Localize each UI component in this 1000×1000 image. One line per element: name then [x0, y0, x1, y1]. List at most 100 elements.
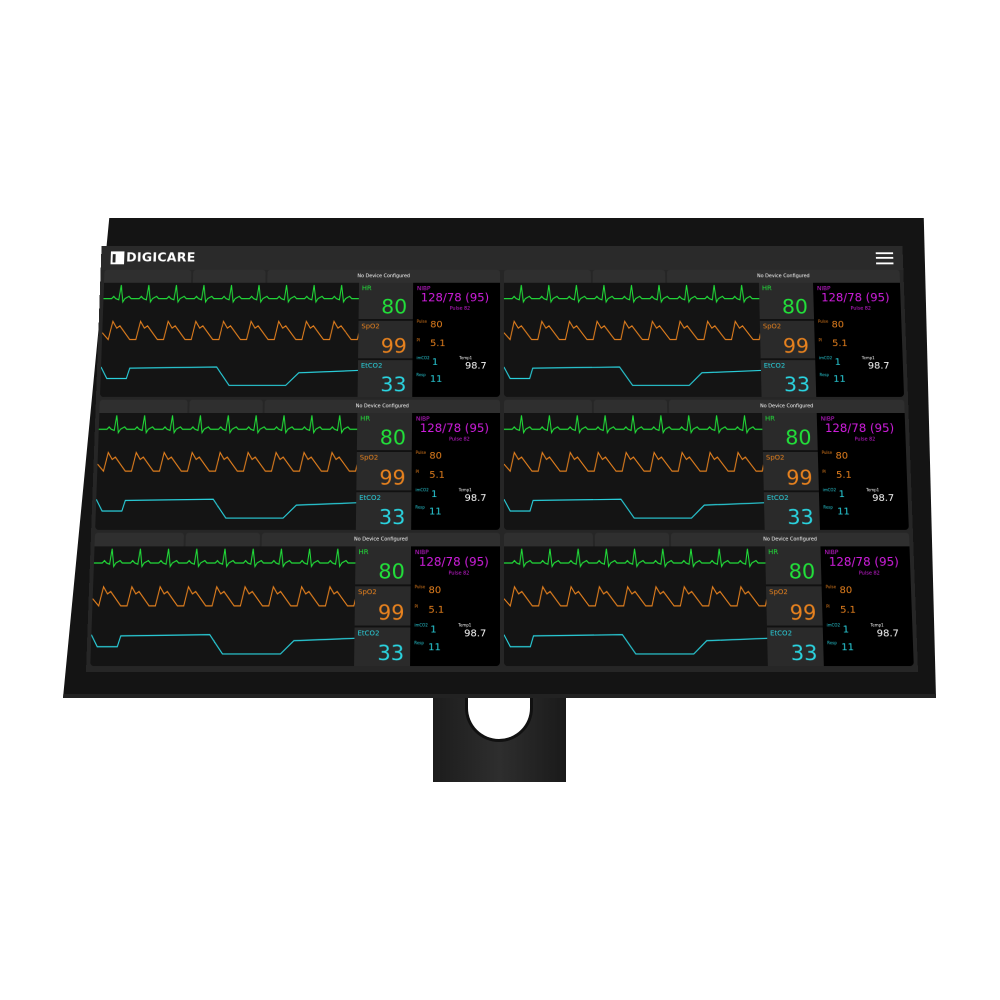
- temp-label: Temp1: [870, 623, 883, 628]
- panel-tab[interactable]: [504, 533, 593, 547]
- panel-tabs: No Device Configured: [504, 400, 905, 413]
- patient-panel[interactable]: No Device Configured HR80 SpO299 EtCO233…: [95, 400, 500, 530]
- etco2-label: EtCO2: [767, 494, 789, 502]
- panel-tabs: No Device Configured: [504, 270, 900, 283]
- panel-tab[interactable]: [595, 533, 669, 547]
- temp-label: Temp1: [866, 487, 879, 492]
- pulse-rate-label: Pulse: [416, 450, 426, 455]
- secondary-vitals: NIBP 128/78 (95) Pulse 82 Pulse 80 PI 5.…: [817, 413, 909, 530]
- spo2-tile[interactable]: SpO299: [760, 321, 815, 358]
- patient-panel[interactable]: No Device Configured HR80 SpO299 EtCO233…: [504, 533, 914, 666]
- temp-value: 98.7: [465, 493, 487, 504]
- panel-tab[interactable]: [593, 270, 666, 283]
- pleth-waveform: [504, 587, 768, 606]
- panel-tab[interactable]: [95, 533, 184, 547]
- panel-tab[interactable]: [193, 270, 266, 283]
- etco2-tile[interactable]: EtCO233: [358, 360, 413, 397]
- panel-tab[interactable]: [594, 400, 667, 413]
- patient-grid: No Device Configured HR80 SpO299 EtCO233…: [86, 270, 918, 666]
- hamburger-menu-icon[interactable]: [876, 252, 894, 264]
- device-status-tab[interactable]: No Device Configured: [267, 270, 500, 283]
- device-status-tab[interactable]: No Device Configured: [671, 533, 910, 547]
- spo2-tile[interactable]: SpO299: [766, 587, 823, 626]
- etco2-value: 33: [379, 506, 406, 529]
- nibp-value: 128/78 (95): [419, 555, 489, 569]
- spo2-tile[interactable]: SpO299: [355, 587, 411, 626]
- resp-value: 11: [428, 642, 441, 653]
- patient-panel[interactable]: No Device Configured HR80 SpO299 EtCO233…: [100, 270, 500, 397]
- nibp-pulse: Pulse 82: [449, 437, 470, 443]
- waveform-area: [100, 283, 359, 397]
- hr-value: 80: [785, 427, 812, 450]
- brand-name: DIGICARE: [126, 251, 196, 265]
- capnography-waveform: [100, 367, 358, 385]
- etco2-value: 33: [380, 373, 406, 396]
- panel-tabs: No Device Configured: [104, 270, 500, 283]
- etco2-tile[interactable]: EtCO2 33: [761, 360, 817, 397]
- spo2-value: 99: [783, 335, 810, 357]
- brand-logo: DIGICARE: [111, 251, 196, 265]
- panel-tab[interactable]: [186, 533, 260, 547]
- temp-label: Temp1: [459, 487, 472, 492]
- device-status-tab[interactable]: No Device Configured: [669, 400, 905, 413]
- device-status-tab[interactable]: No Device Configured: [262, 533, 500, 547]
- etco2-tile[interactable]: EtCO233: [767, 627, 824, 666]
- device-status-tab[interactable]: No Device Configured: [667, 270, 900, 283]
- pulse-rate-label: Pulse: [818, 319, 828, 324]
- temp-value: 98.7: [872, 493, 894, 504]
- nibp-pulse: Pulse 82: [450, 306, 470, 312]
- etco2-tile[interactable]: EtCO233: [764, 492, 820, 530]
- pleth-waveform: [102, 321, 359, 339]
- capnography-waveform: [96, 499, 357, 518]
- hr-tile[interactable]: HR80: [759, 283, 814, 320]
- ecg-waveform: [504, 549, 768, 567]
- pulse-rate-label: Pulse: [415, 584, 426, 589]
- spo2-value: 99: [379, 466, 406, 489]
- panel-tab[interactable]: [99, 400, 187, 413]
- capnography-waveform: [504, 367, 761, 385]
- hr-label: HR: [362, 285, 372, 292]
- hr-tile[interactable]: HR 80: [762, 413, 818, 450]
- spo2-value: 99: [786, 466, 813, 489]
- nibp-pulse: Pulse 82: [850, 306, 871, 312]
- hr-tile[interactable]: HR80: [357, 413, 412, 450]
- etco2-label: EtCO2: [764, 362, 786, 370]
- hr-label: HR: [765, 415, 775, 423]
- pleth-waveform: [97, 452, 357, 471]
- pi-label: PI: [417, 338, 421, 343]
- pulse-rate-value: 80: [428, 585, 441, 596]
- device-status-tab[interactable]: No Device Configured: [265, 400, 501, 413]
- waveform-area: [504, 546, 768, 666]
- device-status: No Device Configured: [757, 274, 810, 280]
- patient-panel[interactable]: No Device Configured HR80 SpO299 EtCO2 33…: [504, 270, 904, 397]
- hr-tile[interactable]: HR80: [765, 546, 821, 584]
- etco2-tile[interactable]: EtCO233: [354, 627, 410, 666]
- etco2-tile[interactable]: EtCO233: [356, 492, 412, 530]
- pi-value: 5.1: [836, 470, 852, 481]
- device-status: No Device Configured: [763, 537, 817, 543]
- pulse-rate-label: Pulse: [417, 319, 427, 324]
- hr-tile[interactable]: HR80: [355, 546, 411, 584]
- panel-tab[interactable]: [189, 400, 263, 413]
- resp-label: Resp: [415, 505, 425, 510]
- patient-panel[interactable]: No Device Configured HR80 SpO299 EtCO233…: [90, 533, 500, 666]
- spo2-label: SpO2: [361, 323, 379, 330]
- patient-panel[interactable]: No Device Configured HR 80 SpO299 EtCO233…: [504, 400, 909, 530]
- panel-tab[interactable]: [504, 400, 592, 413]
- spo2-tile[interactable]: SpO299: [763, 452, 819, 490]
- temp-label: Temp1: [458, 623, 471, 628]
- nibp-pulse: Pulse 82: [448, 571, 469, 577]
- hr-value: 80: [378, 560, 405, 583]
- panel-tab[interactable]: [504, 270, 591, 283]
- secondary-vitals: NIBP 128/78 (95) Pulse 82 Pulse 80 PI 5.…: [813, 283, 904, 397]
- hr-tile[interactable]: HR80: [359, 283, 414, 320]
- imco2-value: 1: [839, 489, 846, 500]
- imco2-label: imCO2: [819, 355, 832, 360]
- resp-label: Resp: [416, 372, 425, 377]
- panel-tab[interactable]: [104, 270, 191, 283]
- spo2-value: 99: [378, 601, 405, 625]
- etco2-value: 33: [784, 373, 811, 396]
- spo2-tile[interactable]: SpO299: [358, 321, 413, 358]
- temp-value: 98.7: [465, 361, 487, 371]
- spo2-tile[interactable]: SpO299: [356, 452, 411, 490]
